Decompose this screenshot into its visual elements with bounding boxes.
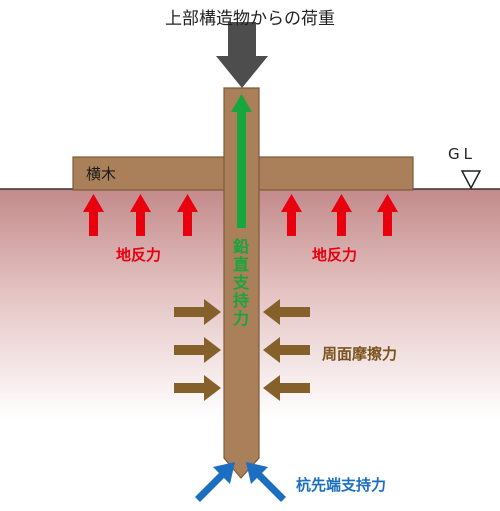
- reaction-arrows-left: [83, 194, 198, 236]
- ground-level-label: GL: [448, 145, 476, 163]
- friction-arrows-left: [174, 299, 221, 401]
- vertical-support-label: 鉛直支持力: [232, 237, 249, 328]
- skin-friction-label: 周面摩擦力: [322, 345, 398, 363]
- tip-resistance-label: 杭先端支持力: [296, 476, 387, 494]
- gl-marker-icon: [460, 170, 482, 190]
- reaction-arrows-right: [281, 194, 398, 236]
- tip-arrows: [195, 462, 286, 502]
- vertical-support-arrow: [231, 94, 252, 228]
- reaction-label-left: 地反力: [116, 246, 162, 264]
- load-arrow: [216, 22, 268, 88]
- beam-label: 横木: [86, 165, 117, 183]
- friction-arrows-right: [263, 299, 310, 401]
- reaction-label-right: 地反力: [312, 246, 358, 264]
- load-title: 上部構造物からの荷重: [165, 9, 335, 29]
